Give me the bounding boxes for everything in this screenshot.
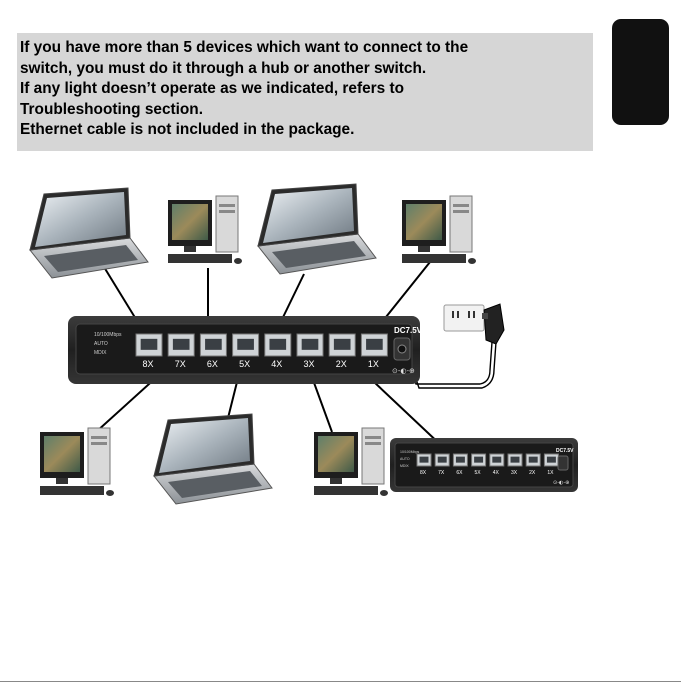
port-label: 2X: [336, 359, 347, 369]
switch-spec-line: AUTO: [400, 457, 410, 461]
port-label: 3X: [303, 359, 314, 369]
desktop-computer-icon: [168, 195, 242, 264]
note-line: If any light doesn’t operate as we indic…: [20, 80, 404, 98]
port-label: 7X: [438, 470, 445, 476]
note-line: If you have more than 5 devices which wa…: [20, 39, 469, 56]
rj45-port-opening: [333, 338, 351, 350]
laptop-icon: [257, 183, 377, 275]
rj45-port-opening: [140, 338, 158, 350]
switch-spec-line: MDIX: [94, 350, 107, 356]
rj45-port-opening: [237, 338, 254, 350]
rj45-port-opening: [455, 456, 465, 463]
switch-spec-line: MDIX: [400, 464, 409, 468]
port-label: 5X: [239, 359, 250, 369]
language-tab: [612, 19, 669, 125]
desktop-computer-icon: [402, 195, 476, 264]
rj45-port-opening: [366, 338, 383, 350]
port-label: 4X: [271, 359, 282, 369]
desktop-computer-icon: [40, 427, 114, 496]
network-diagram: 10/100Mbps AUTO MDIX 8X 7X 6X 5X 4X 3X 2X 1X DC…: [29, 183, 578, 505]
dc-power-jack: [557, 455, 569, 471]
rj45-port-opening: [510, 456, 520, 463]
port-label: 2X: [529, 470, 536, 476]
rj45-port-opening: [301, 338, 319, 350]
port-label: 5X: [475, 470, 482, 476]
note-line: Ethernet cable is not included in the pa…: [20, 121, 355, 139]
rj45-port-opening: [546, 456, 556, 463]
note-line: Troubleshooting section.: [20, 100, 203, 118]
port-label: 4X: [493, 470, 500, 476]
desktop-computer-icon: [314, 427, 388, 496]
polarity-symbol: ⊙-◐-⊕: [392, 367, 415, 375]
note-line: switch, you must do it through a hub or …: [20, 59, 427, 77]
rj45-port-opening: [269, 338, 287, 350]
power-cord: [405, 341, 497, 389]
switch-spec-line: 10/100Mbps: [400, 450, 420, 454]
second-switch: 10/100Mbps AUTO MDIX 8X 7X 6X 5X 4X 3X 2X 1X DC…: [390, 438, 578, 492]
laptop-icon: [153, 413, 273, 505]
polarity-symbol: ⊙-◐-⊕: [553, 480, 569, 486]
switch-spec-line: 10/100Mbps: [94, 332, 122, 338]
port-label: 8X: [142, 359, 153, 369]
power-label: DC7.5V: [394, 326, 423, 335]
switch-spec-line: AUTO: [94, 341, 108, 347]
port-label: 8X: [420, 470, 427, 476]
rj45-port-opening: [492, 456, 502, 463]
laptop-icon: [29, 187, 149, 279]
note-box: If you have more than 5 devices which wa…: [17, 33, 593, 151]
port-label: 1X: [547, 470, 554, 476]
port-label: 6X: [207, 359, 218, 369]
power-label: DC7.5V: [556, 448, 574, 454]
rj45-port-opening: [474, 456, 484, 463]
rj45-port-opening: [205, 338, 222, 350]
rj45-port-opening: [437, 456, 447, 463]
main-switch: 10/100Mbps AUTO MDIX 8X 7X 6X 5X 4X 3X 2X 1X DC…: [68, 316, 423, 384]
rj45-port-opening: [528, 456, 538, 463]
rj45-port-opening: [419, 456, 429, 463]
power-adapter-icon: [482, 303, 505, 345]
rj45-port-opening: [172, 338, 190, 350]
wall-outlet-icon: [443, 304, 485, 332]
port-label: 3X: [511, 470, 518, 476]
port-label: 7X: [175, 359, 186, 369]
page-bottom-rule: [0, 681, 681, 682]
port-label: 6X: [456, 470, 463, 476]
port-label: 1X: [368, 359, 379, 369]
